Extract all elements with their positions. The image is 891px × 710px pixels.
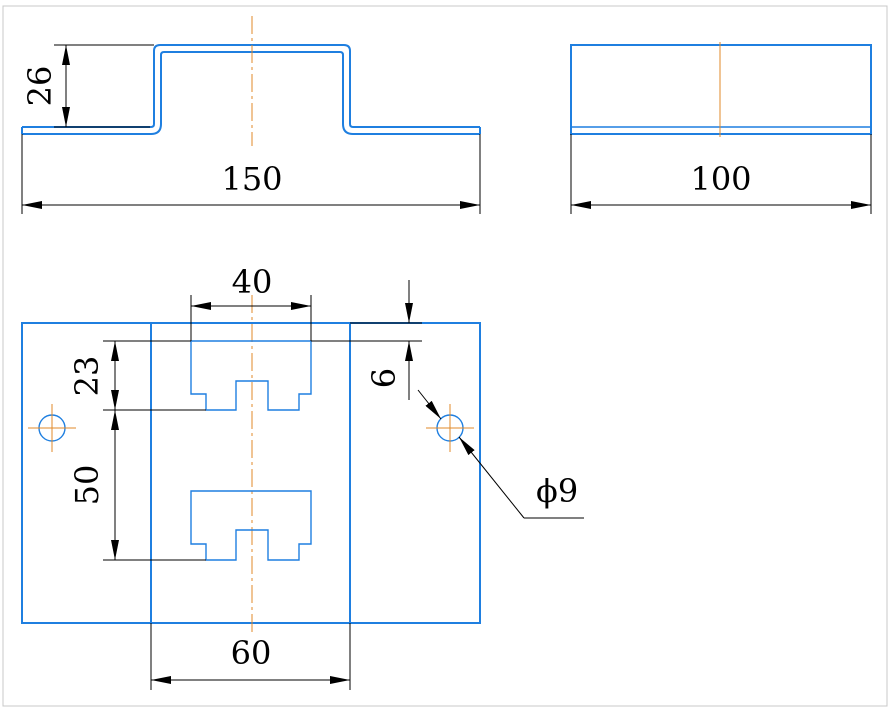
dim-phi9-leader	[458, 436, 525, 519]
dim-100-label: 100	[690, 160, 751, 198]
dim-phi9-label: ϕ9	[536, 472, 578, 510]
dim-150-label: 150	[221, 160, 282, 198]
dim-50-label: 50	[68, 465, 106, 506]
top-outline	[21, 322, 481, 624]
dim-phi9-arrow-top	[417, 389, 442, 420]
top-view: 40 23 50 6 ϕ9 60	[21, 263, 584, 690]
dim-40-label: 40	[232, 263, 273, 301]
dim-60-label: 60	[231, 634, 272, 672]
sheet-frame	[2, 5, 888, 707]
dim-26-label: 26	[21, 66, 59, 107]
side-outline	[570, 44, 872, 135]
front-profile-inner	[22, 51, 480, 135]
lower-slot	[190, 490, 312, 561]
side-view: 100	[570, 42, 872, 214]
dim-23-label: 23	[68, 356, 106, 397]
front-profile-outer	[22, 44, 480, 128]
dim-6-label: 6	[365, 368, 403, 388]
front-view: 26 150	[21, 16, 481, 214]
upper-slot	[190, 340, 312, 411]
